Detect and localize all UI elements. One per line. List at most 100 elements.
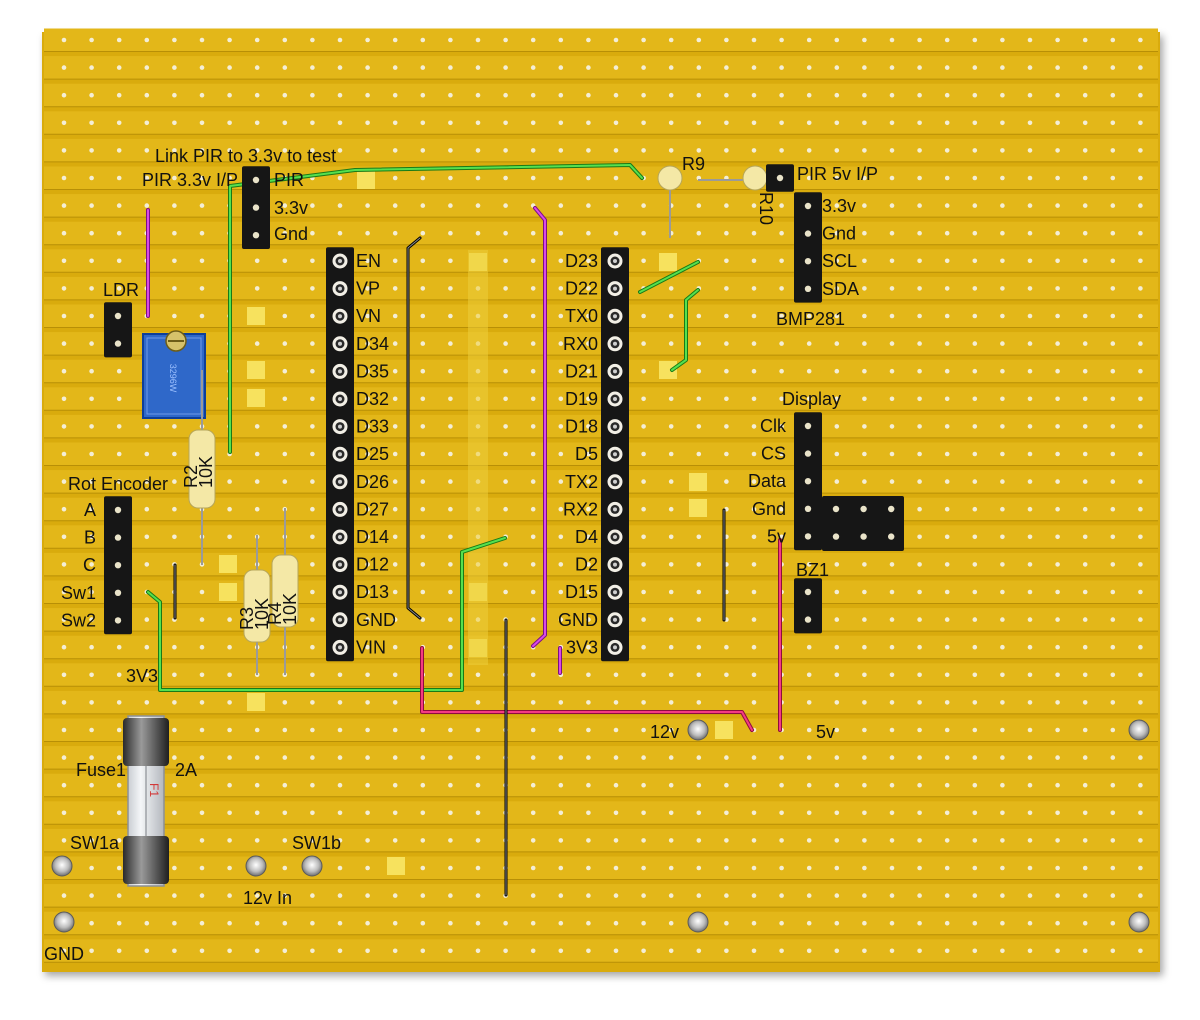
hole	[641, 92, 646, 98]
hole	[530, 865, 536, 871]
header-pin	[114, 562, 122, 569]
hole	[889, 258, 895, 264]
hole	[751, 920, 757, 926]
hole	[530, 120, 536, 126]
hole	[89, 424, 94, 429]
hole	[503, 451, 508, 457]
hole	[917, 120, 922, 126]
hole	[944, 838, 950, 843]
hole	[724, 451, 729, 457]
hole	[806, 700, 812, 705]
hole	[1138, 810, 1143, 816]
hole	[696, 424, 702, 429]
hole	[420, 286, 426, 291]
hole	[917, 617, 922, 622]
hole	[61, 534, 67, 540]
hole	[696, 341, 702, 346]
hole	[254, 948, 260, 954]
hole	[779, 534, 784, 540]
hole	[917, 506, 922, 512]
hole	[862, 148, 867, 153]
hole	[696, 755, 702, 760]
hole	[475, 838, 481, 843]
hole	[254, 451, 260, 457]
hole	[751, 755, 757, 760]
hole	[834, 562, 840, 567]
hole	[834, 424, 840, 429]
hole	[116, 175, 122, 181]
hole	[503, 479, 508, 484]
hole	[751, 672, 757, 678]
hole	[1000, 396, 1005, 402]
hole	[1000, 589, 1005, 595]
hole	[917, 755, 922, 760]
hole	[586, 451, 591, 457]
display-socket-block	[822, 496, 904, 551]
hole	[668, 810, 674, 816]
pin-label: EN	[356, 251, 381, 271]
hole	[475, 65, 481, 70]
hole	[668, 865, 674, 871]
hole	[61, 506, 67, 512]
hole	[61, 451, 67, 457]
hole	[61, 286, 67, 291]
hole	[172, 506, 177, 512]
hole	[392, 727, 398, 733]
pin-label: D4	[575, 527, 598, 547]
hole	[448, 37, 453, 43]
hole	[641, 258, 646, 264]
hole	[254, 148, 260, 153]
hole	[144, 424, 150, 429]
hole	[1055, 617, 1060, 622]
hole	[696, 700, 702, 705]
hole	[558, 451, 564, 457]
hole	[61, 755, 67, 760]
svg-text:3296W: 3296W	[168, 364, 178, 393]
hole	[282, 148, 288, 153]
pin-label: CS	[761, 444, 786, 464]
hole	[944, 589, 950, 595]
hole	[392, 948, 398, 954]
hole	[751, 396, 757, 402]
hole	[172, 65, 177, 70]
hole	[420, 175, 426, 181]
hole	[834, 341, 840, 346]
hole	[530, 148, 536, 153]
hole	[116, 893, 122, 898]
hole	[751, 341, 757, 346]
hole	[116, 948, 122, 954]
socket-pin	[338, 590, 342, 595]
hole	[1000, 865, 1005, 871]
hole	[972, 120, 978, 126]
hole	[227, 644, 232, 650]
hole	[116, 230, 122, 236]
hole	[724, 672, 729, 678]
hole	[420, 838, 426, 843]
pin-label: D22	[565, 279, 598, 299]
pin-label: D23	[565, 251, 598, 271]
hole	[779, 65, 784, 70]
esp32-left-header: ENVPVND34D35D32D33D25D26D27D14D12D13GNDV…	[326, 247, 396, 662]
hole	[1138, 562, 1143, 567]
hole	[254, 479, 260, 484]
hole	[365, 258, 370, 264]
socket-pin	[613, 645, 617, 650]
hole	[944, 203, 950, 208]
rail-12v-label: 12v	[650, 722, 679, 742]
hole	[503, 203, 508, 208]
hole	[724, 644, 729, 650]
hole	[586, 727, 591, 733]
hole	[1082, 313, 1088, 319]
hole	[1110, 424, 1116, 429]
hole	[696, 451, 702, 457]
hole	[1000, 893, 1005, 898]
hole	[641, 644, 646, 650]
hole	[282, 65, 288, 70]
hole	[1000, 506, 1005, 512]
hole	[227, 920, 232, 926]
hole	[696, 617, 702, 622]
hole	[1000, 782, 1005, 788]
hole	[586, 589, 591, 595]
strip-31	[44, 884, 1158, 908]
hole	[944, 727, 950, 733]
